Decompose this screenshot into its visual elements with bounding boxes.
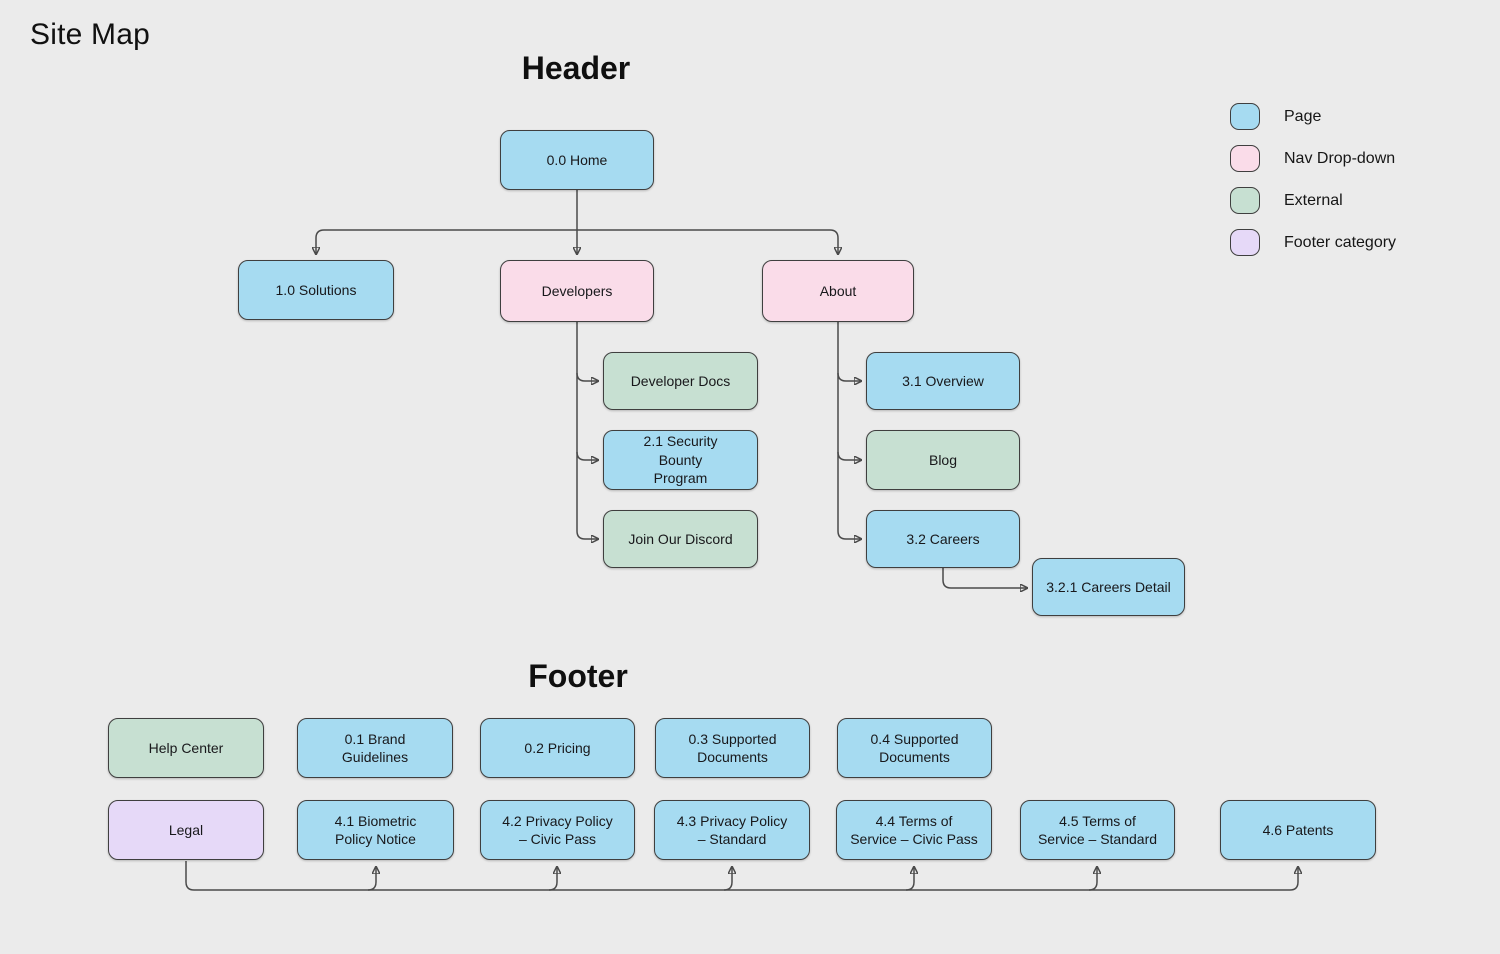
node-terms-of-service-civic-pass[interactable]: 4.4 Terms of Service – Civic Pass xyxy=(836,800,992,860)
legend-item-nav-dropdown: Nav Drop-down xyxy=(1230,145,1396,172)
node-blog[interactable]: Blog xyxy=(866,430,1020,490)
node-terms-of-service-standard[interactable]: 4.5 Terms of Service – Standard xyxy=(1020,800,1175,860)
node-label: Legal xyxy=(168,821,204,838)
node-biometric-policy-notice[interactable]: 4.1 Biometric Policy Notice xyxy=(297,800,454,860)
node-label: 0.2 Pricing xyxy=(524,739,591,756)
node-home[interactable]: 0.0 Home xyxy=(500,130,654,190)
node-label: 4.6 Patents xyxy=(1262,821,1334,838)
node-label: 0.4 Supported Documents xyxy=(870,730,959,765)
node-label: 4.5 Terms of Service – Standard xyxy=(1037,812,1158,847)
node-label: 0.1 Brand Guidelines xyxy=(341,730,409,765)
legend: Page Nav Drop-down External Footer categ… xyxy=(1230,103,1396,271)
legend-item-footer-category: Footer category xyxy=(1230,229,1396,256)
node-label: Blog xyxy=(928,451,958,468)
footer-section-title: Footer xyxy=(528,658,628,694)
node-privacy-policy-standard[interactable]: 4.3 Privacy Policy – Standard xyxy=(654,800,810,860)
node-label: 2.1 Security Bounty Program xyxy=(643,433,718,487)
footer-category-swatch xyxy=(1230,229,1260,256)
legend-label: Page xyxy=(1284,107,1322,125)
page-swatch xyxy=(1230,103,1260,130)
node-careers-detail[interactable]: 3.2.1 Careers Detail xyxy=(1032,558,1185,616)
node-developer-docs[interactable]: Developer Docs xyxy=(603,352,758,410)
node-label: 4.1 Biometric Policy Notice xyxy=(334,812,417,847)
node-about[interactable]: About xyxy=(762,260,914,322)
node-security-bounty-program[interactable]: 2.1 Security Bounty Program xyxy=(603,430,758,490)
legend-label: Footer category xyxy=(1284,233,1397,251)
node-supported-documents-03[interactable]: 0.3 Supported Documents xyxy=(655,718,810,778)
node-label: 1.0 Solutions xyxy=(275,281,357,298)
node-pricing[interactable]: 0.2 Pricing xyxy=(480,718,635,778)
node-legal[interactable]: Legal xyxy=(108,800,264,860)
node-privacy-policy-civic-pass[interactable]: 4.2 Privacy Policy – Civic Pass xyxy=(480,800,635,860)
node-label: Developers xyxy=(541,282,613,299)
external-swatch xyxy=(1230,187,1260,214)
page-title: Site Map xyxy=(30,18,150,51)
node-label: Developer Docs xyxy=(630,372,731,389)
node-supported-documents-04[interactable]: 0.4 Supported Documents xyxy=(837,718,992,778)
node-label: 4.4 Terms of Service – Civic Pass xyxy=(850,812,978,847)
node-label: Join Our Discord xyxy=(628,530,733,547)
node-solutions[interactable]: 1.0 Solutions xyxy=(238,260,394,320)
legend-label: External xyxy=(1284,191,1343,209)
nav-dropdown-swatch xyxy=(1230,145,1260,172)
node-careers[interactable]: 3.2 Careers xyxy=(866,510,1020,568)
node-join-our-discord[interactable]: Join Our Discord xyxy=(603,510,758,568)
node-overview[interactable]: 3.1 Overview xyxy=(866,352,1020,410)
header-section-title: Header xyxy=(521,50,631,86)
node-brand-guidelines[interactable]: 0.1 Brand Guidelines xyxy=(297,718,453,778)
legend-label: Nav Drop-down xyxy=(1284,149,1396,167)
node-label: 3.1 Overview xyxy=(902,372,984,389)
node-label: About xyxy=(819,282,857,299)
node-help-center[interactable]: Help Center xyxy=(108,718,264,778)
node-label: 3.2.1 Careers Detail xyxy=(1046,578,1171,595)
node-label: 4.3 Privacy Policy – Standard xyxy=(676,812,788,847)
node-label: 0.3 Supported Documents xyxy=(688,730,777,765)
legend-item-page: Page xyxy=(1230,103,1396,130)
node-label: Help Center xyxy=(148,739,224,756)
node-label: 0.0 Home xyxy=(546,151,608,168)
node-label: 3.2 Careers xyxy=(906,530,980,547)
node-patents[interactable]: 4.6 Patents xyxy=(1220,800,1376,860)
node-label: 4.2 Privacy Policy – Civic Pass xyxy=(502,812,613,847)
node-developers[interactable]: Developers xyxy=(500,260,654,322)
legend-item-external: External xyxy=(1230,187,1396,214)
